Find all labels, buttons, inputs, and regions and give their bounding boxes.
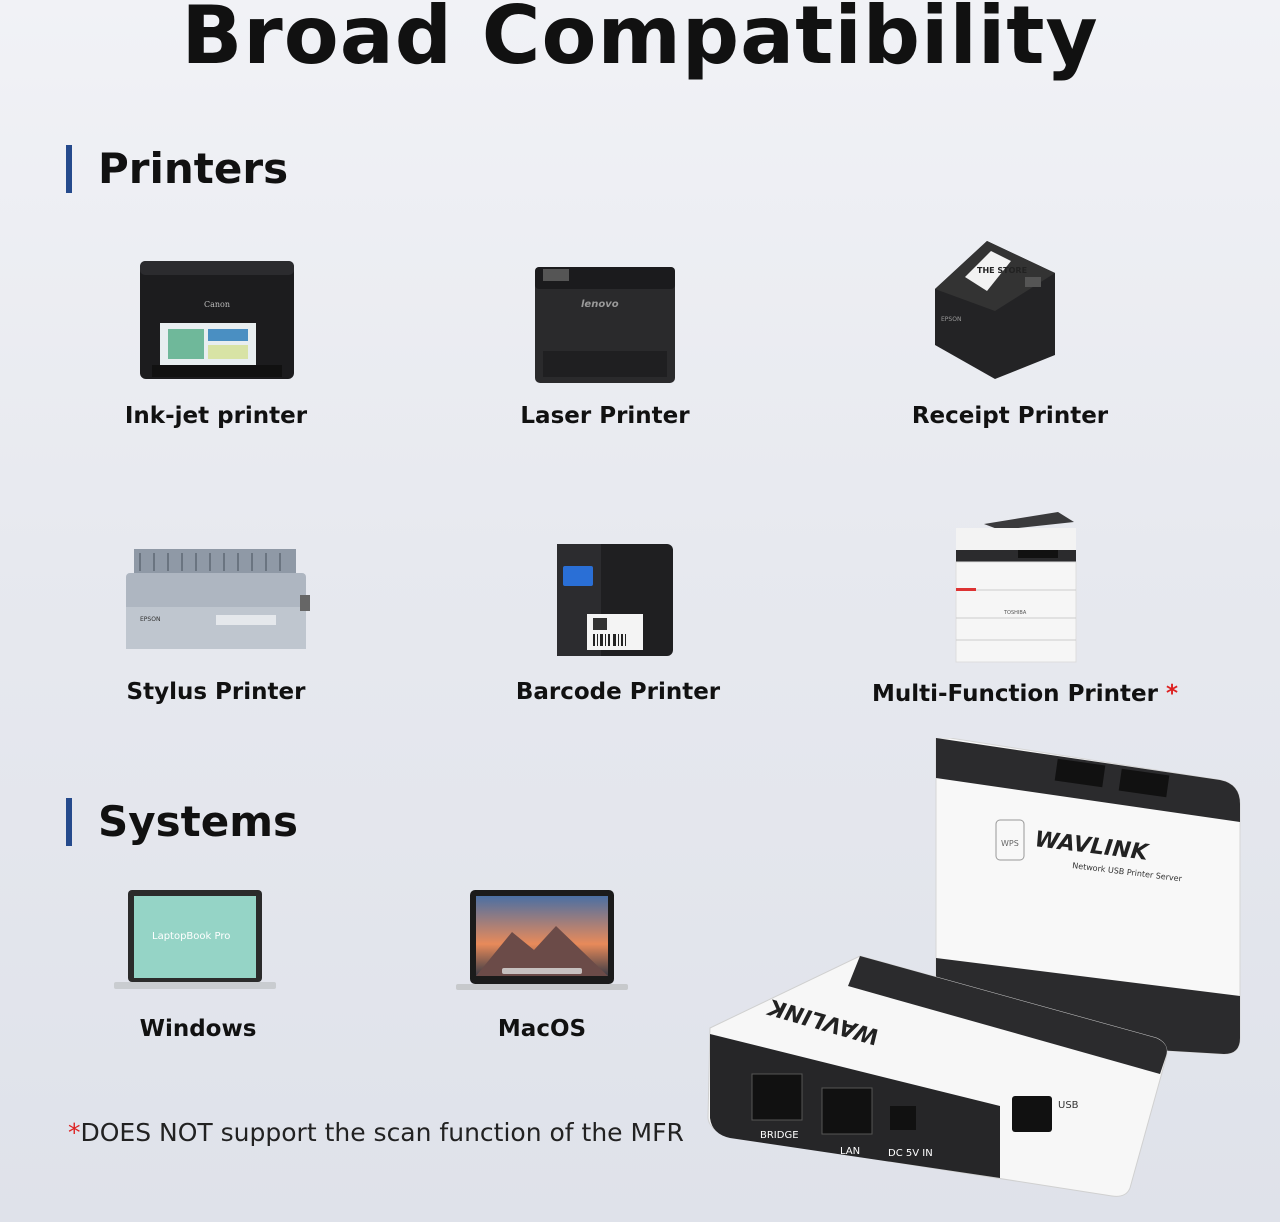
svg-text:EPSON: EPSON (140, 616, 160, 623)
svg-text:LAN: LAN (840, 1146, 860, 1157)
footnote-asterisk: * (68, 1118, 81, 1147)
svg-text:DC 5V IN: DC 5V IN (888, 1148, 933, 1159)
device-front-unit: BRIDGE LAN DC 5V IN USB WAVLINK (707, 955, 1168, 1197)
svg-text:TOSHIBA: TOSHIBA (1003, 610, 1027, 616)
printer-label-inkjet: Ink-jet printer (124, 403, 308, 429)
printer-label-barcode: Barcode Printer (515, 679, 721, 705)
accent-bar (66, 144, 72, 193)
printer-label-receipt: Receipt Printer (911, 403, 1109, 429)
section-systems: Systems (66, 797, 298, 846)
barcode-printer-icon (556, 544, 673, 656)
accent-bar (66, 797, 72, 846)
stylus-printer: EPSON (56, 545, 376, 655)
multifunction-printer-icon: TOSHIBA (955, 512, 1076, 663)
print-server-device: WPS WAVLINK Network USB Printer Server B… (707, 738, 1241, 1197)
inkjet-printer-icon: Canon (140, 261, 294, 379)
system-label-windows: Windows (139, 1016, 257, 1042)
footnote-text: DOES NOT support the scan function of th… (80, 1118, 684, 1147)
svg-text:THE STORE: THE STORE (977, 266, 1027, 275)
system-label-macos: MacOS (497, 1016, 587, 1042)
laptop-icon: LaptopBook Pro (114, 890, 276, 989)
svg-text:Canon: Canon (204, 300, 230, 309)
receipt-printer: THE STORE EPSON (835, 237, 1155, 381)
section-printers: Printers (66, 144, 288, 193)
printer-label-laser: Laser Printer (520, 403, 690, 429)
barcode-printer (455, 540, 775, 660)
macbook-icon (456, 890, 628, 990)
receipt-printer-icon: THE STORE EPSON (935, 241, 1055, 379)
section-systems-title: Systems (98, 797, 298, 846)
printer-label-mfp: Multi-Function Printer * (845, 681, 1205, 707)
printer-label-stylus: Stylus Printer (126, 679, 306, 705)
footnote: *DOES NOT support the scan function of t… (68, 1118, 684, 1147)
inkjet-printer: Canon (57, 255, 377, 385)
mfp-asterisk: * (1165, 681, 1179, 707)
multifunction-printer: TOSHIBA (855, 510, 1175, 664)
svg-text:BRIDGE: BRIDGE (760, 1130, 799, 1141)
laser-printer: lenovo (445, 255, 765, 387)
windows-laptop: LaptopBook Pro (35, 888, 355, 998)
laser-printer-icon: lenovo (535, 267, 675, 383)
section-printers-title: Printers (98, 144, 289, 193)
dot-matrix-printer-icon: EPSON (126, 549, 310, 649)
page-title: Broad Compatibility (181, 0, 1099, 82)
svg-text:WPS: WPS (1001, 839, 1019, 848)
svg-text:lenovo: lenovo (581, 299, 619, 310)
svg-text:LaptopBook Pro: LaptopBook Pro (152, 931, 230, 942)
svg-text:USB: USB (1058, 1100, 1079, 1111)
mfp-label-text: Multi-Function Printer (871, 681, 1158, 707)
macbook (382, 888, 702, 998)
svg-text:EPSON: EPSON (941, 316, 961, 323)
